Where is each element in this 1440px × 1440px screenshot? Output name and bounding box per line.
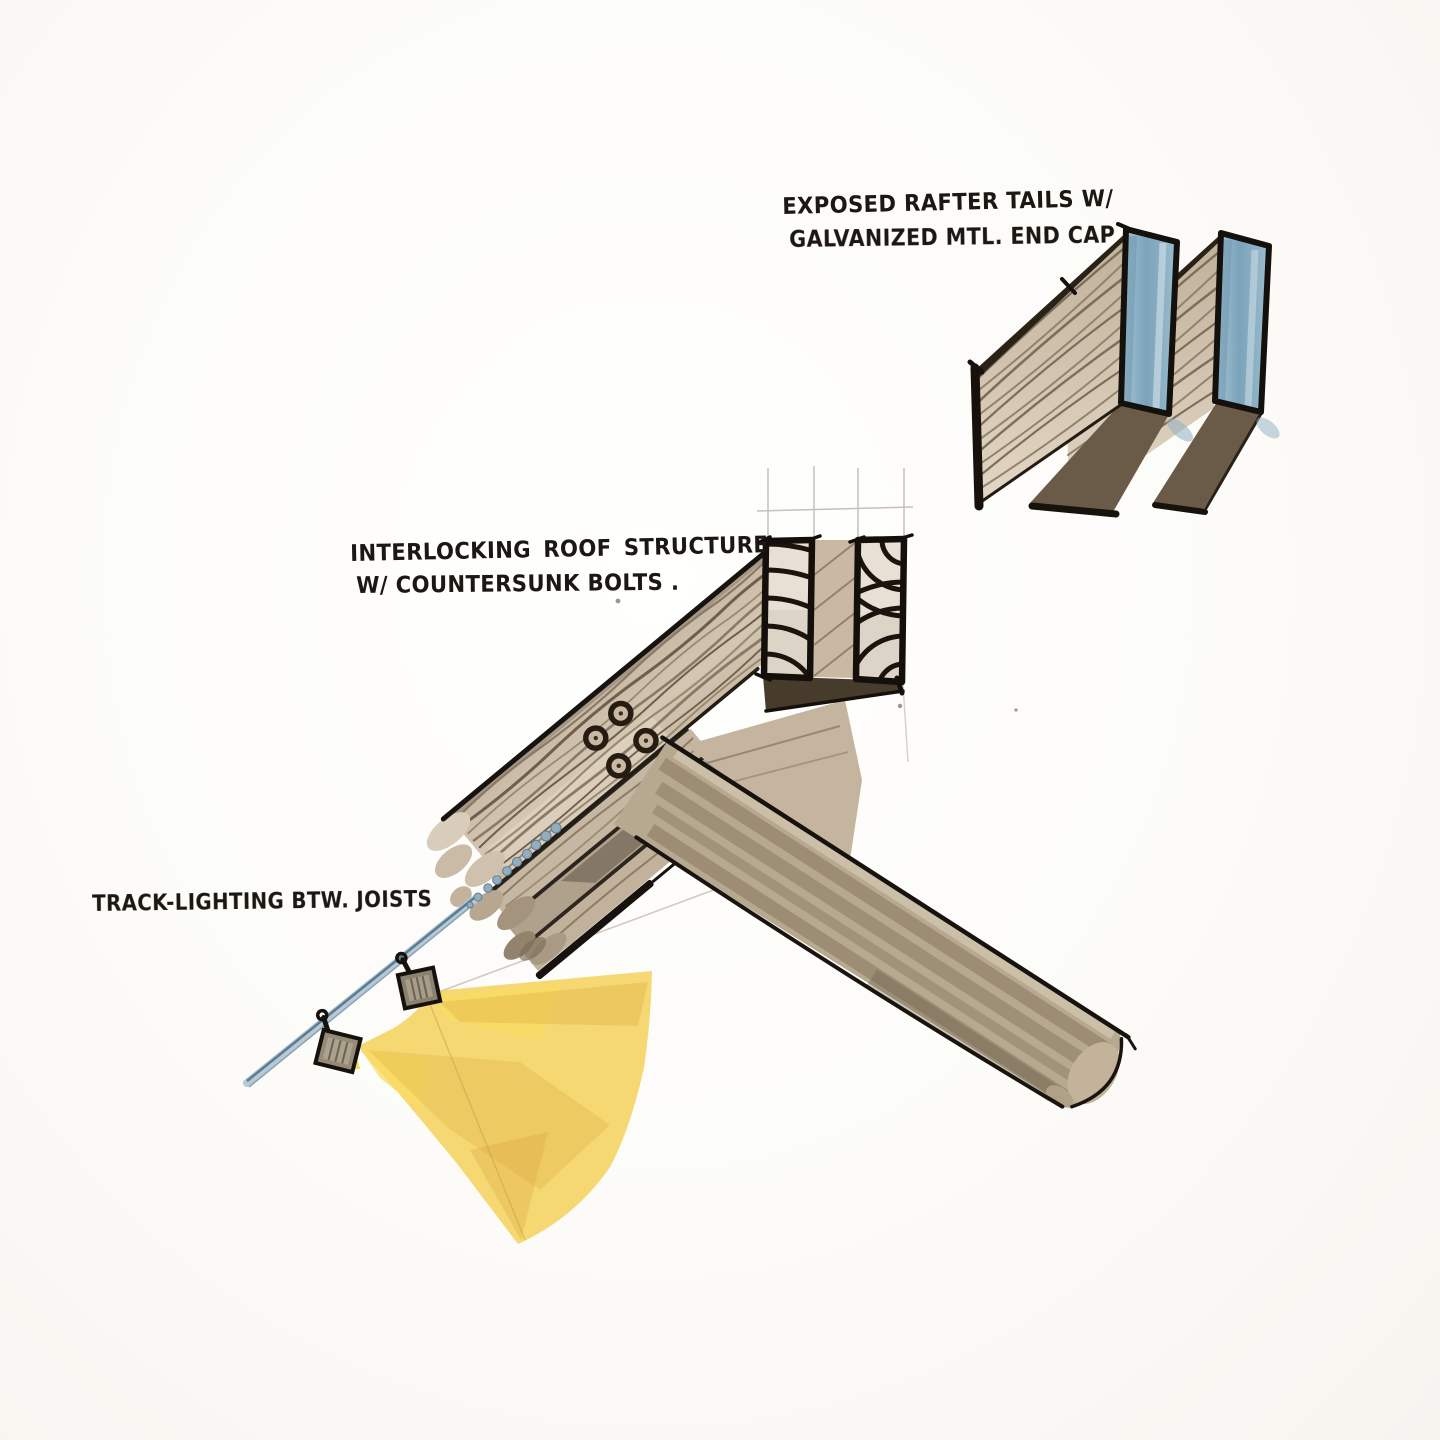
metal-end-cap-front xyxy=(1116,222,1180,417)
track-lighting-sketch xyxy=(243,822,652,1244)
joist-side-face xyxy=(811,540,858,678)
roof-structure-label-line2: W/ COUNTERSUNK BOLTS . xyxy=(356,569,680,599)
rafter-tail-front xyxy=(967,231,1130,511)
track-rail xyxy=(243,896,478,1088)
joist-end-grain-left xyxy=(754,534,822,682)
plank-end-scallops xyxy=(426,812,567,965)
joist-seat-area xyxy=(754,533,914,713)
cross-beam xyxy=(613,735,1137,1109)
hidden-track-dots xyxy=(466,822,562,909)
joist-end-grain-right xyxy=(848,533,914,696)
track-fixture-upper xyxy=(395,951,446,1011)
metal-end-cap-back xyxy=(1212,230,1272,415)
light-cone xyxy=(360,971,652,1244)
rafter-tails-label-line2: GALVANIZED MTL. END CAP xyxy=(789,222,1116,253)
rafter-tails-sketch xyxy=(967,222,1280,518)
countersunk-bolts xyxy=(583,700,659,779)
track-lighting-label: TRACK-LIGHTING BTW. JOISTS xyxy=(92,887,433,917)
beam-wedge xyxy=(686,700,862,860)
wood-grain xyxy=(455,553,815,874)
cap-shadow-smudge xyxy=(1166,417,1280,442)
web-shadow xyxy=(1028,402,1264,518)
joist-underside-shadow xyxy=(763,676,904,712)
track-fixture-lower xyxy=(313,1008,363,1075)
